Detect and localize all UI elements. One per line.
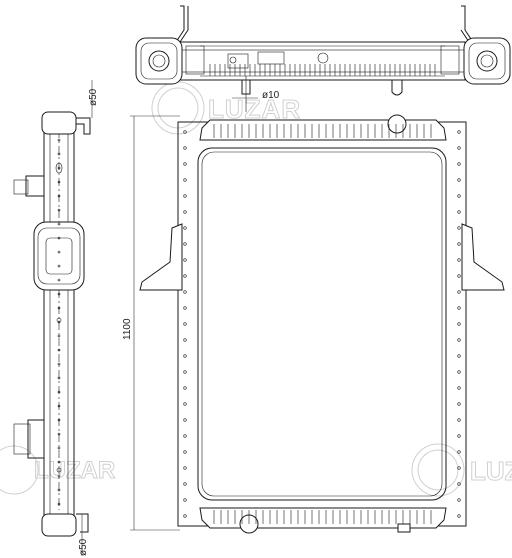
svg-text:LUZAR: LUZAR <box>470 456 512 486</box>
watermark-right: LUZAR <box>411 443 512 497</box>
frame-holes <box>183 130 461 518</box>
tank-fins <box>213 124 432 524</box>
watermark-center: LUZAR <box>151 81 301 135</box>
svg-text:ø50: ø50 <box>78 538 89 556</box>
svg-text:1100: 1100 <box>122 318 133 340</box>
hole-dimension: ø10 <box>232 90 280 101</box>
svg-text:LUZAR: LUZAR <box>34 457 115 484</box>
svg-text:ø50: ø50 <box>88 88 99 106</box>
svg-text:ø10: ø10 <box>262 90 280 101</box>
height-dimension: 1100 <box>122 115 180 531</box>
svg-text:LUZAR: LUZAR <box>208 94 301 124</box>
top-view <box>135 5 511 112</box>
top-view-fins <box>209 64 436 76</box>
watermark-left: LUZAR <box>0 445 116 495</box>
bottom-pipe-dimension: ø50 <box>78 514 89 556</box>
front-view <box>139 114 505 534</box>
side-view <box>13 111 91 537</box>
top-pipe-dimension: ø50 <box>88 80 99 118</box>
side-view-dots <box>57 138 61 506</box>
